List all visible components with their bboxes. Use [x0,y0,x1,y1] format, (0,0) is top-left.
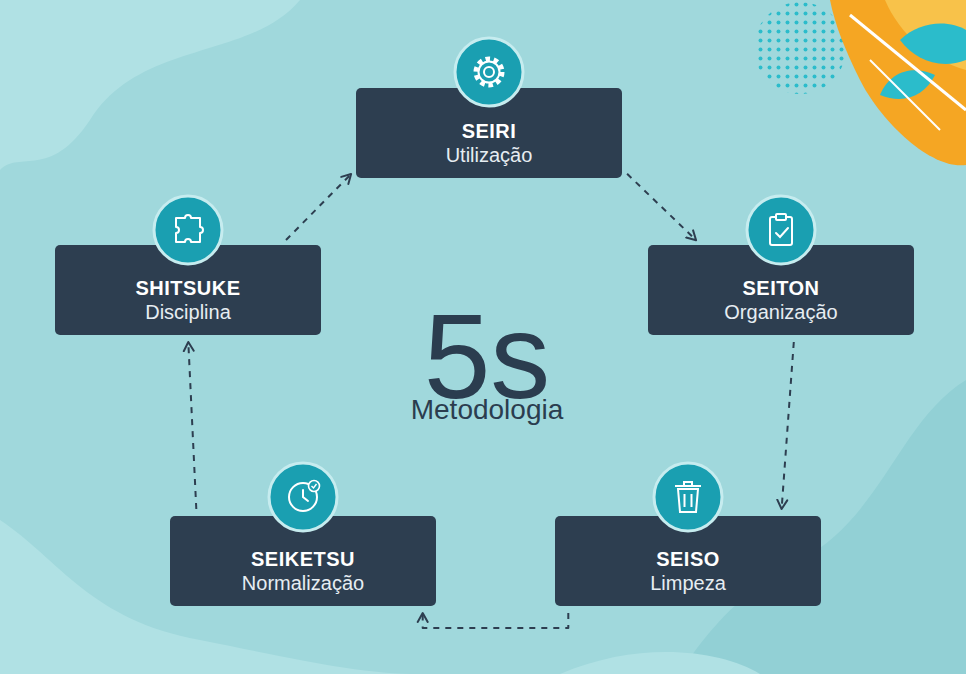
process-box: SEIKETSUNormalização [170,516,436,606]
step-title: SHITSUKE [135,276,240,300]
step-subtitle: Normalização [242,571,364,595]
step-title: SEIKETSU [251,547,355,571]
cycle-arrow [286,174,351,240]
step-subtitle: Utilização [446,143,533,167]
wave-shape [560,652,760,674]
process-box: SHITSUKEDisciplina [55,245,321,335]
leaf-shape [830,0,966,165]
leaf-shape [880,70,935,99]
process-box: SEISOLimpeza [555,516,821,606]
step-subtitle: Disciplina [145,300,231,324]
step-title: SEITON [742,276,819,300]
cycle-arrow [627,174,696,240]
step-subtitle: Organização [724,300,837,324]
process-box: SEITONOrganização [648,245,914,335]
trash-icon [654,463,722,531]
step-subtitle: Limpeza [650,571,726,595]
gear-icon [455,38,523,106]
clock-icon [269,463,337,531]
cycle-arrow [188,342,196,509]
cycle-arrow [782,342,794,509]
center-subtitle: Metodologia [411,396,564,424]
process-box: SEIRIUtilização [356,88,622,178]
leaf-shape [885,0,966,70]
step-title: SEISO [656,547,720,571]
leaf-vein [870,60,940,130]
dot-pattern [754,2,846,94]
puzzle-icon [154,196,222,264]
clipboard-icon [747,196,815,264]
leaf-shape [900,23,966,63]
wave-shape [0,0,300,170]
cycle-arrow [423,613,569,628]
step-title: SEIRI [462,119,517,143]
leaf-vein [850,15,966,110]
